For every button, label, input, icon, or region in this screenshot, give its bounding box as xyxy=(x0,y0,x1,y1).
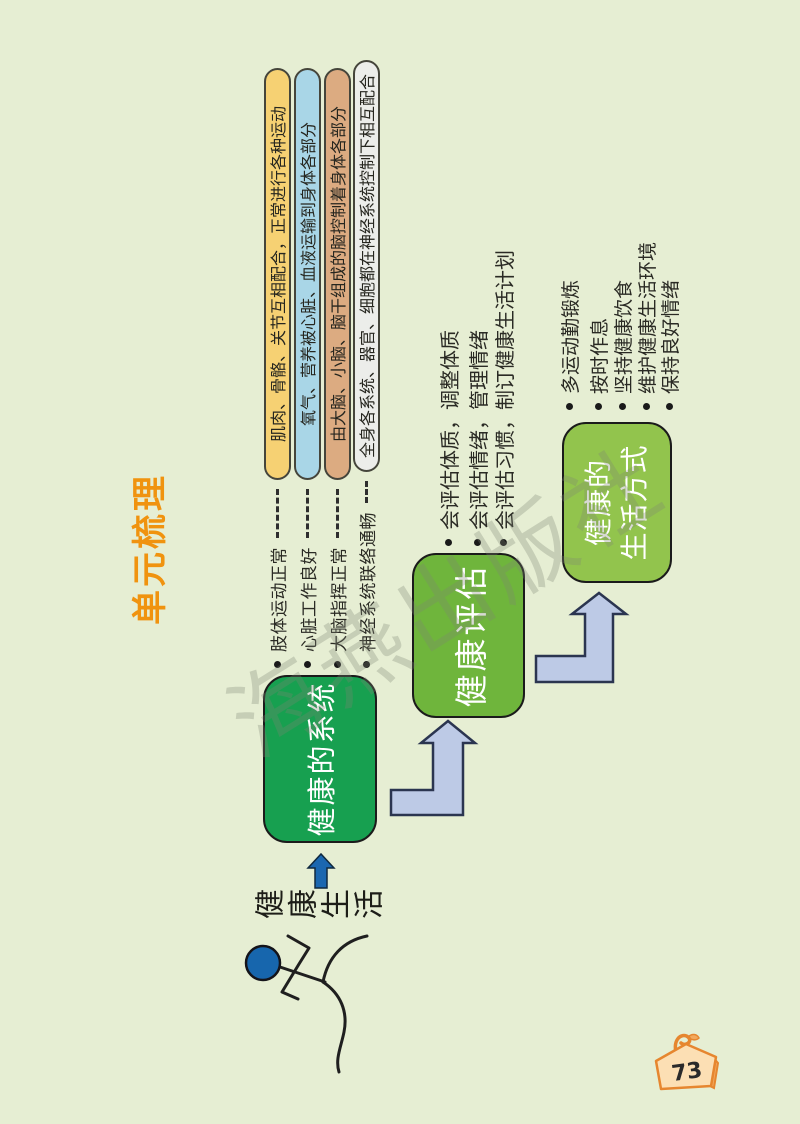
system-row: 肢体运动正常 肌肉、骨骼、关节互相配合，正常进行各种运动 xyxy=(262,68,292,668)
lifestyle-point-row: 坚持健康饮食 xyxy=(609,280,635,410)
healthy-lifestyle-label: 健康的 生活方式 xyxy=(581,444,651,561)
evaluation-point-row: 会评估习惯，制订健康生活计划 xyxy=(489,250,517,546)
running-person-icon xyxy=(244,934,369,1074)
dashed-connector xyxy=(305,489,309,538)
bullet-dot xyxy=(565,403,573,410)
dashed-connector xyxy=(364,481,368,503)
system-row: 大脑指挥正常 由大脑、小脑、脑干组成的脑控制着身体各部分 xyxy=(322,68,352,668)
healthy-system-box: 健康的系统 xyxy=(263,675,377,843)
evaluation-point-row: 会评估情绪，管理情绪 xyxy=(463,330,491,546)
bullet-dot xyxy=(273,661,281,668)
unit-review-title: 单元梳理 xyxy=(131,472,171,625)
page-number: 73 xyxy=(670,1058,704,1087)
healthy-lifestyle-box: 健康的 生活方式 xyxy=(562,422,672,583)
page-number-basket-icon: 73 xyxy=(654,1033,720,1091)
bullet-dot xyxy=(642,403,650,410)
bullet-dot xyxy=(473,539,481,546)
bullet-dot xyxy=(665,403,673,410)
lifestyle-point-row: 多运动勤锻炼 xyxy=(556,280,582,410)
system-label: 肢体运动正常 xyxy=(269,547,290,652)
evaluation-point: 会评估体质，调整体质 xyxy=(437,330,462,530)
lifestyle-point-row: 按时作息 xyxy=(585,318,611,410)
system-detail-pill: 氧气、营养被心脏、血液运输到身体各部分 xyxy=(293,68,321,480)
lifestyle-point: 保持良好情绪 xyxy=(659,279,682,394)
bent-arrow-icon xyxy=(534,591,630,684)
bullet-dot xyxy=(618,403,626,410)
evaluation-point-row: 会评估体质，调整体质 xyxy=(434,330,462,546)
system-row: 心脏工作良好 氧气、营养被心脏、血液运输到身体各部分 xyxy=(292,68,322,668)
bullet-dot xyxy=(362,661,370,668)
bullet-dot xyxy=(333,661,341,668)
evaluation-point: 会评估习惯，制订健康生活计划 xyxy=(492,250,517,530)
lifestyle-point: 按时作息 xyxy=(588,317,611,394)
bullet-dot xyxy=(594,403,602,410)
bullet-dot xyxy=(444,539,452,546)
lifestyle-point: 坚持健康饮食 xyxy=(612,279,635,394)
bullet-dot xyxy=(303,661,311,668)
system-detail-pill: 全身各系统、器官、细胞都在神经系统控制下相互配合 xyxy=(352,60,380,472)
lifestyle-point: 多运动勤锻炼 xyxy=(559,279,582,394)
dashed-connector xyxy=(335,489,339,538)
bent-arrow-icon xyxy=(389,719,479,817)
system-row: 神经系统联络通畅 全身各系统、器官、细胞都在神经系统控制下相互配合 xyxy=(351,60,381,668)
lifestyle-point-row: 保持良好情绪 xyxy=(656,280,682,410)
system-label: 大脑指挥正常 xyxy=(329,547,350,652)
bullet-dot xyxy=(499,539,507,546)
system-detail-pill: 肌肉、骨骼、关节互相配合，正常进行各种运动 xyxy=(263,68,291,480)
system-detail-pill: 由大脑、小脑、脑干组成的脑控制着身体各部分 xyxy=(323,68,351,480)
evaluation-point: 会评估情绪，管理情绪 xyxy=(466,330,491,530)
health-evaluation-box: 健康评估 xyxy=(412,553,525,718)
system-label: 心脏工作良好 xyxy=(299,547,320,652)
start-arrow-icon xyxy=(306,852,336,889)
system-label: 神经系统联络通畅 xyxy=(358,512,379,652)
dashed-connector xyxy=(275,489,279,538)
